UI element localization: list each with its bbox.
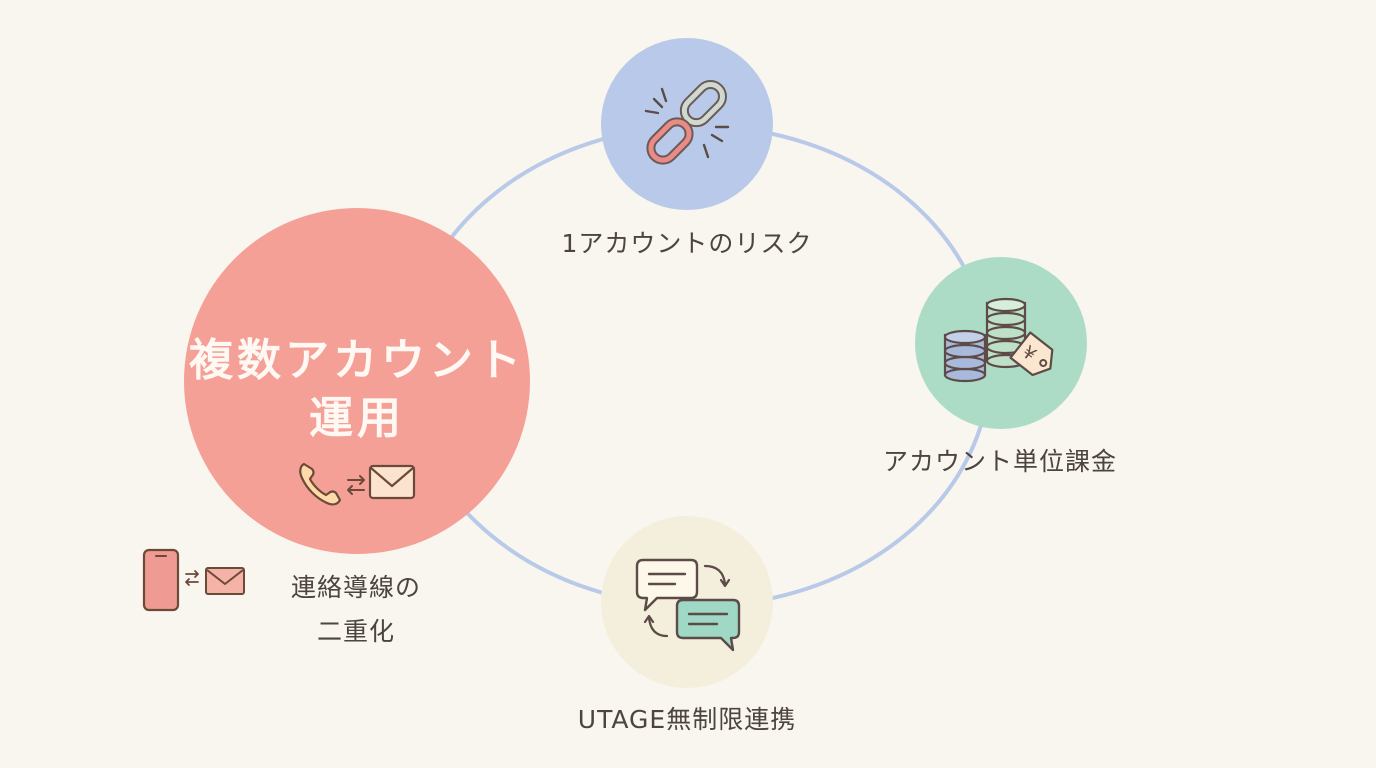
side-note-line2: 二重化: [316, 617, 395, 646]
risk-node-label: 1アカウントのリスク: [561, 229, 813, 258]
phone-mail-exchange-icon: [296, 458, 420, 508]
utage-node: [601, 516, 773, 688]
billing-node: ¥: [915, 257, 1087, 429]
side-note-label: 連絡導線の 二重化: [256, 566, 456, 654]
billing-node-label: アカウント単位課金: [882, 447, 1117, 476]
smartphone-mail-icon: [140, 548, 250, 614]
risk-node: [601, 38, 773, 210]
broken-chain-icon: [644, 80, 730, 165]
main-node: [184, 208, 530, 554]
coins-price-tag-icon: ¥: [943, 297, 1054, 383]
chat-bubbles-sync-icon: [635, 558, 741, 652]
main-node-title-line2: 運用: [309, 393, 405, 444]
main-node-title-line1: 複数アカウント: [189, 335, 525, 386]
utage-node-label: UTAGE無制限連携: [577, 705, 797, 734]
side-note-line1: 連絡導線の: [290, 573, 421, 602]
main-node-title: 複数アカウント 運用: [184, 332, 530, 448]
